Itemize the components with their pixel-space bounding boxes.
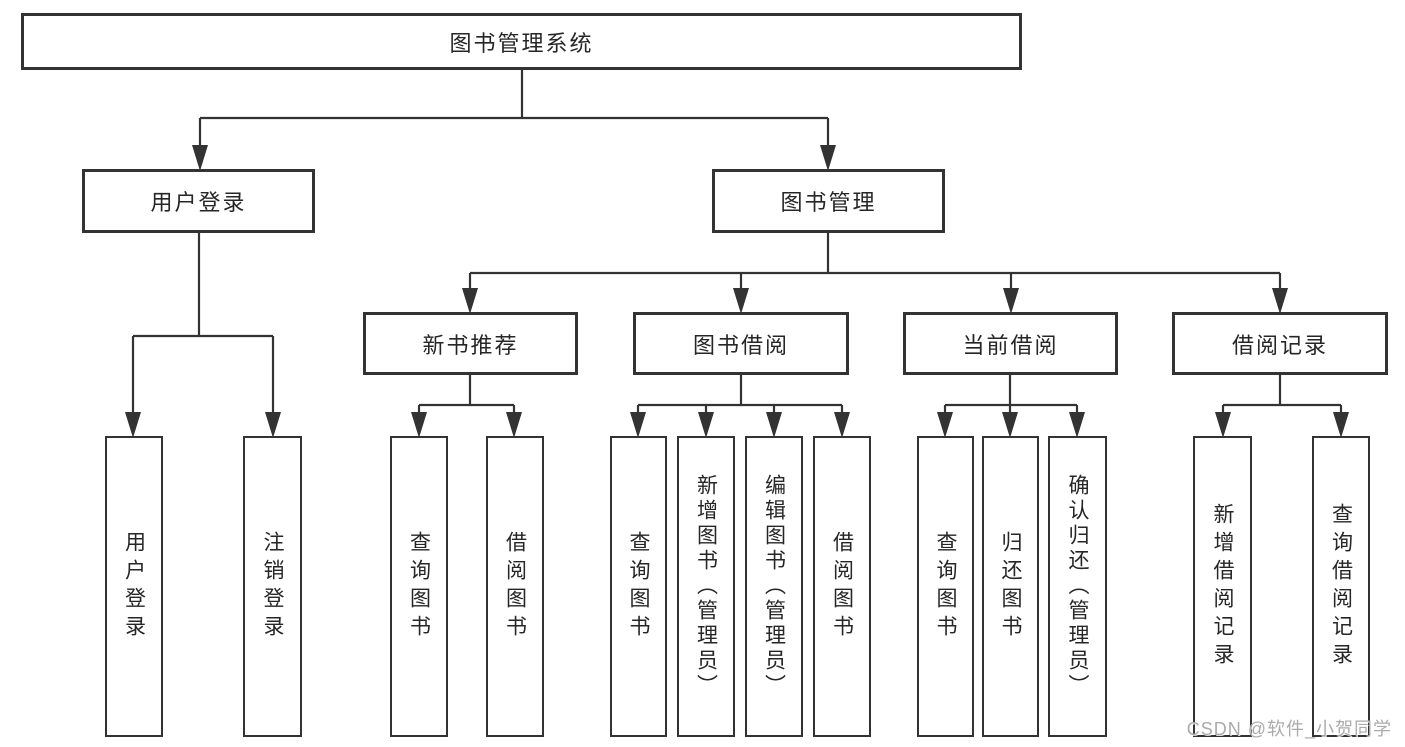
csdn-watermark: CSDN @软件_小贺同学 (1186, 719, 1392, 739)
node-book-management-label: 图书管理 (780, 190, 877, 215)
leaf-current-confirm-return: 确认归还（管理员） (1048, 436, 1107, 737)
leaf-records-add-record-label: 新增借阅记录 (1211, 502, 1234, 671)
leaf-borrowing-edit-books-label: 编辑图书（管理员） (762, 474, 786, 699)
leaf-current-return-books-label: 归还图书 (999, 530, 1022, 643)
leaf-current-query-books-label: 查询图书 (934, 530, 957, 643)
node-new-book-recommend: 新书推荐 (363, 312, 578, 375)
leaf-current-confirm-return-label: 确认归还（管理员） (1066, 474, 1089, 699)
node-borrowing-records: 借阅记录 (1172, 312, 1388, 375)
node-current-borrowing-label: 当前借阅 (962, 332, 1059, 358)
node-book-borrowing: 图书借阅 (633, 312, 849, 375)
leaf-recommend-query-books: 查询图书 (390, 436, 448, 737)
leaf-borrowing-add-books-label: 新增图书（管理员） (694, 474, 718, 699)
leaf-borrowing-add-books: 新增图书（管理员） (677, 436, 735, 737)
node-borrowing-records-label: 借阅记录 (1231, 332, 1328, 358)
leaf-borrowing-borrow-books-label: 借阅图书 (830, 530, 854, 643)
leaf-recommend-query-books-label: 查询图书 (407, 530, 431, 643)
leaf-borrowing-query-books-label: 查询图书 (627, 530, 650, 643)
leaf-borrowing-edit-books: 编辑图书（管理员） (745, 436, 803, 737)
leaf-user-login: 用户登录 (105, 436, 163, 737)
arrowheads (125, 145, 1349, 438)
leaf-logout-label: 注销登录 (261, 530, 284, 643)
leaf-current-query-books: 查询图书 (917, 436, 974, 737)
node-user-login-label: 用户登录 (150, 190, 247, 215)
leaf-recommend-borrow-books: 借阅图书 (486, 436, 544, 737)
leaf-borrowing-query-books: 查询图书 (610, 436, 667, 737)
leaf-records-query-record: 查询借阅记录 (1312, 436, 1370, 737)
node-user-login: 用户登录 (82, 169, 315, 233)
leaf-records-query-record-label: 查询借阅记录 (1329, 502, 1353, 671)
leaf-records-add-record: 新增借阅记录 (1193, 436, 1252, 737)
node-root-label: 图书管理系统 (449, 30, 594, 56)
leaf-recommend-borrow-books-label: 借阅图书 (503, 530, 527, 643)
node-book-management: 图书管理 (712, 169, 945, 233)
leaf-current-return-books: 归还图书 (982, 436, 1039, 737)
leaf-user-login-label: 用户登录 (122, 530, 146, 643)
leaf-logout: 注销登录 (243, 436, 302, 737)
leaf-borrowing-borrow-books: 借阅图书 (813, 436, 871, 737)
node-root-system: 图书管理系统 (21, 13, 1022, 70)
node-new-book-recommend-label: 新书推荐 (422, 332, 519, 358)
node-current-borrowing: 当前借阅 (903, 312, 1118, 375)
node-book-borrowing-label: 图书借阅 (692, 332, 789, 358)
